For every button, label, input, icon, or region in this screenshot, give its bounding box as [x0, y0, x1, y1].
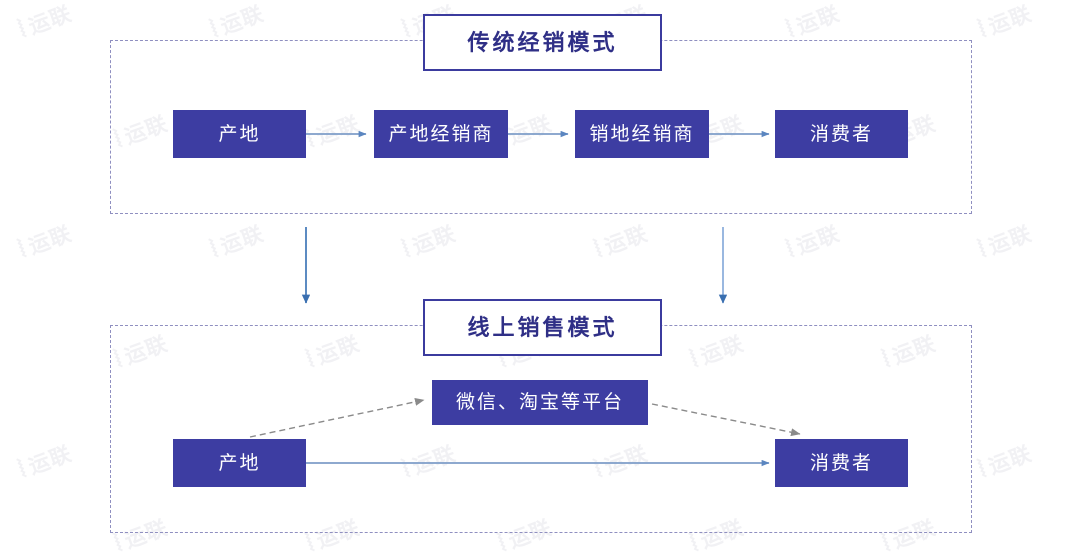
watermark: ⦚运联 [399, 218, 460, 265]
watermark-wave-icon: ⦚ [782, 14, 799, 43]
watermark: ⦚运联 [207, 0, 268, 44]
watermark: ⦚运联 [15, 438, 76, 485]
node-sales-dealer-label: 销地经销商 [589, 123, 695, 145]
watermark-wave-icon: ⦚ [782, 234, 799, 263]
online-section-container [110, 325, 972, 533]
watermark-text: 运联 [217, 222, 268, 259]
watermark-text: 运联 [985, 442, 1036, 479]
watermark-wave-icon: ⦚ [206, 14, 223, 43]
watermark-wave-icon: ⦚ [974, 454, 991, 483]
node-consumer-top-label: 消费者 [809, 123, 873, 145]
node-origin-dealer[interactable]: 产地经销商 [374, 110, 508, 158]
node-origin-top[interactable]: 产地 [173, 110, 306, 158]
watermark-wave-icon: ⦚ [302, 528, 319, 556]
watermark: ⦚运联 [15, 218, 76, 265]
node-consumer-top[interactable]: 消费者 [775, 110, 908, 158]
watermark-text: 运联 [793, 222, 844, 259]
watermark-wave-icon: ⦚ [974, 14, 991, 43]
watermark-wave-icon: ⦚ [398, 234, 415, 263]
watermark: ⦚运联 [207, 218, 268, 265]
watermark-wave-icon: ⦚ [14, 234, 31, 263]
watermark: ⦚运联 [975, 0, 1036, 44]
node-consumer-bottom[interactable]: 消费者 [775, 439, 908, 487]
watermark-wave-icon: ⦚ [494, 528, 511, 556]
watermark-wave-icon: ⦚ [14, 14, 31, 43]
watermark: ⦚运联 [15, 0, 76, 44]
watermark-text: 运联 [25, 2, 76, 39]
node-platform[interactable]: 微信、淘宝等平台 [432, 380, 648, 425]
node-platform-label: 微信、淘宝等平台 [455, 392, 624, 413]
node-origin-bottom[interactable]: 产地 [173, 439, 306, 487]
traditional-section-title: 传统经销模式 [423, 14, 662, 71]
watermark-wave-icon: ⦚ [110, 528, 127, 556]
watermark-text: 运联 [409, 222, 460, 259]
node-origin-bottom-label: 产地 [218, 452, 261, 474]
watermark-wave-icon: ⦚ [206, 234, 223, 263]
watermark: ⦚运联 [783, 0, 844, 44]
online-section-title-label: 线上销售模式 [467, 314, 618, 340]
node-sales-dealer[interactable]: 销地经销商 [575, 110, 709, 158]
watermark-text: 运联 [601, 222, 652, 259]
watermark-text: 运联 [25, 442, 76, 479]
watermark-wave-icon: ⦚ [590, 234, 607, 263]
online-section-title: 线上销售模式 [423, 299, 662, 356]
watermark-text: 运联 [985, 2, 1036, 39]
watermark-text: 运联 [25, 222, 76, 259]
watermark: ⦚运联 [975, 438, 1036, 485]
watermark-wave-icon: ⦚ [14, 454, 31, 483]
watermark: ⦚运联 [591, 218, 652, 265]
watermark-wave-icon: ⦚ [974, 234, 991, 263]
watermark-text: 运联 [793, 2, 844, 39]
node-origin-dealer-label: 产地经销商 [388, 123, 494, 145]
watermark: ⦚运联 [975, 218, 1036, 265]
watermark-wave-icon: ⦚ [686, 528, 703, 556]
watermark: ⦚运联 [783, 218, 844, 265]
watermark-text: 运联 [985, 222, 1036, 259]
node-origin-top-label: 产地 [218, 123, 261, 145]
traditional-section-title-label: 传统经销模式 [467, 29, 618, 55]
watermark-wave-icon: ⦚ [398, 14, 415, 43]
watermark-wave-icon: ⦚ [878, 528, 895, 556]
node-consumer-bottom-label: 消费者 [809, 452, 873, 474]
watermark-text: 运联 [217, 2, 268, 39]
